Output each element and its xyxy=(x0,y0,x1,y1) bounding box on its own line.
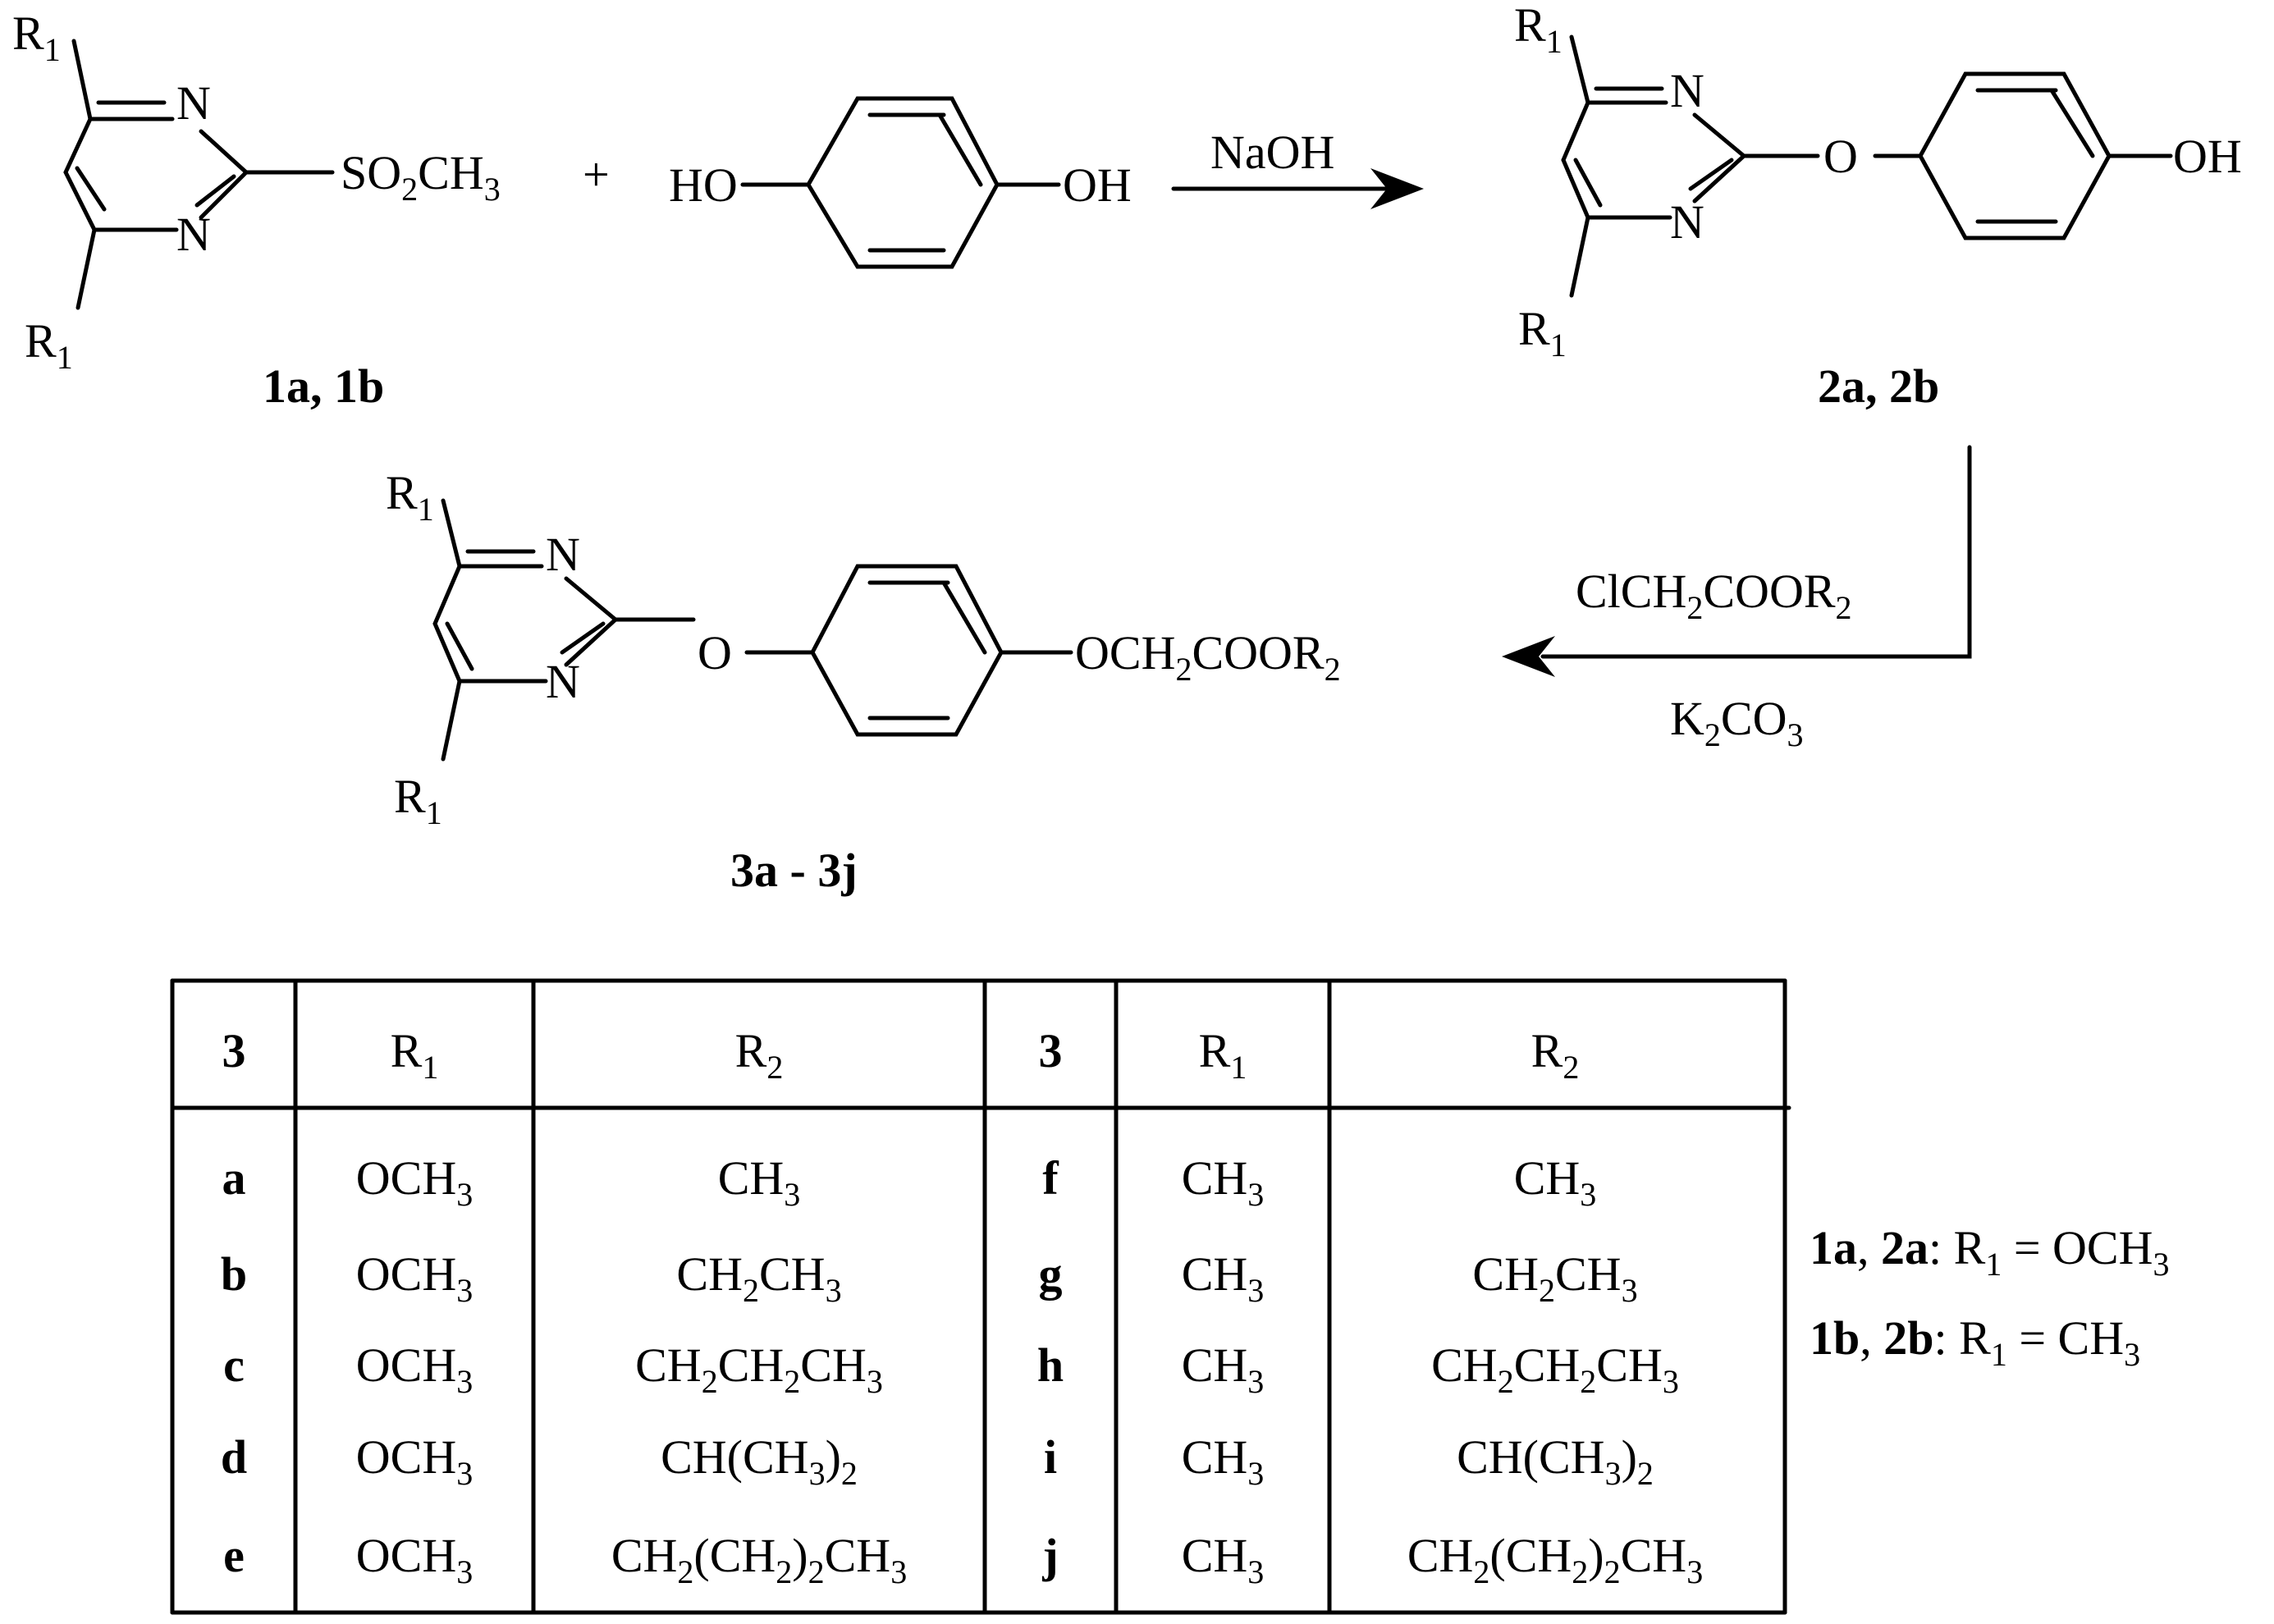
table-header-cell: R1 xyxy=(391,1024,439,1086)
table-cell: CH3 xyxy=(1182,1430,1265,1492)
table-cell: g xyxy=(1039,1247,1063,1301)
reaction-arrow-1: NaOH xyxy=(1171,126,1424,209)
table-header-cell: R2 xyxy=(735,1024,784,1086)
r1-label: R1 xyxy=(1514,0,1563,60)
table-cell: j xyxy=(1041,1529,1058,1582)
ring-n-label: N xyxy=(176,208,211,261)
compound-1-structure: N N R1 R1 SO2CH3 1a, 1b xyxy=(12,7,501,413)
oxyacetate-label: OCH2COOR2 xyxy=(1075,626,1341,688)
oh-label: OH xyxy=(1063,158,1132,212)
ring-n-label: N xyxy=(1670,64,1704,117)
compound-3-structure: N N O R1 R1 OCH2COOR2 3a - 3j xyxy=(386,466,1341,897)
table-cell: CH3 xyxy=(1514,1151,1597,1213)
reagent-naoh: NaOH xyxy=(1210,126,1334,179)
table-header-cell: 3 xyxy=(1039,1024,1063,1077)
reaction-arrow-2: ClCH2COOR2 K2CO3 xyxy=(1502,445,1972,753)
table-cell: i xyxy=(1044,1430,1057,1484)
ho-label: HO xyxy=(669,158,738,212)
table-cell: b xyxy=(221,1247,247,1301)
table-cell: CH2CH2CH3 xyxy=(635,1338,883,1400)
ring-n-label: N xyxy=(1670,195,1704,249)
table-cell: CH(CH3)2 xyxy=(1457,1430,1654,1492)
plus-sign: + xyxy=(583,148,610,201)
table-cell: OCH3 xyxy=(356,1430,473,1492)
compound-3-label: 3a - 3j xyxy=(730,844,858,897)
ether-o-label: O xyxy=(698,626,732,679)
compound-2-label: 2a, 2b xyxy=(1818,359,1939,413)
table-header-cell: R2 xyxy=(1531,1024,1580,1086)
legend-item: 1a, 2a: R1 = OCH3 xyxy=(1810,1221,2169,1283)
r1-label: R1 xyxy=(12,7,61,68)
table-cell: CH2(CH2)2CH3 xyxy=(611,1529,907,1590)
r1-label: R1 xyxy=(394,770,442,831)
reagent-carbonate: K2CO3 xyxy=(1670,692,1803,753)
table-cell: a xyxy=(222,1151,246,1205)
ring-n-label: N xyxy=(546,655,580,708)
table-cell: CH3 xyxy=(1182,1151,1265,1213)
r1-label: R1 xyxy=(25,314,73,376)
table-cell: CH2(CH2)2CH3 xyxy=(1407,1529,1703,1590)
table-header-cell: R1 xyxy=(1199,1024,1247,1086)
table-cell: CH2CH3 xyxy=(676,1247,841,1309)
table-cell: h xyxy=(1037,1338,1064,1392)
table-cell: CH2CH2CH3 xyxy=(1431,1338,1679,1400)
legend: 1a, 2a: R1 = OCH3 1b, 2b: R1 = CH3 xyxy=(1810,1221,2169,1373)
table-cell: CH3 xyxy=(1182,1529,1265,1590)
table-cell: OCH3 xyxy=(356,1247,473,1309)
r1-label: R1 xyxy=(1518,302,1567,364)
r1-label: R1 xyxy=(386,466,434,528)
ring-n-label: N xyxy=(176,76,211,130)
ether-o-label: O xyxy=(1823,130,1858,183)
compound-2-structure: N N O OH R1 R1 2a, 2b xyxy=(1514,0,2242,413)
ring-n-label: N xyxy=(546,528,580,581)
compound-1-label: 1a, 1b xyxy=(263,359,384,413)
table-cell: OCH3 xyxy=(356,1338,473,1400)
legend-item: 1b, 2b: R1 = CH3 xyxy=(1810,1311,2140,1373)
table-cell: CH3 xyxy=(718,1151,801,1213)
table-cell: CH3 xyxy=(1182,1247,1265,1309)
oh-label: OH xyxy=(2173,130,2242,183)
table-cell: d xyxy=(221,1430,247,1484)
reagent-chloroacetate: ClCH2COOR2 xyxy=(1576,565,1852,626)
table-cell: c xyxy=(223,1338,245,1392)
table-cell: OCH3 xyxy=(356,1151,473,1213)
table-cell: CH3 xyxy=(1182,1338,1265,1400)
table-header-cell: 3 xyxy=(222,1024,246,1077)
table-cell: CH(CH3)2 xyxy=(661,1430,858,1492)
table-cell: e xyxy=(223,1529,245,1582)
sulfonyl-label: SO2CH3 xyxy=(341,146,501,208)
table-cell: f xyxy=(1042,1151,1059,1205)
table-cell: CH2CH3 xyxy=(1472,1247,1637,1309)
table-cell: OCH3 xyxy=(356,1529,473,1590)
hydroquinone-structure: HO OH xyxy=(669,96,1132,269)
